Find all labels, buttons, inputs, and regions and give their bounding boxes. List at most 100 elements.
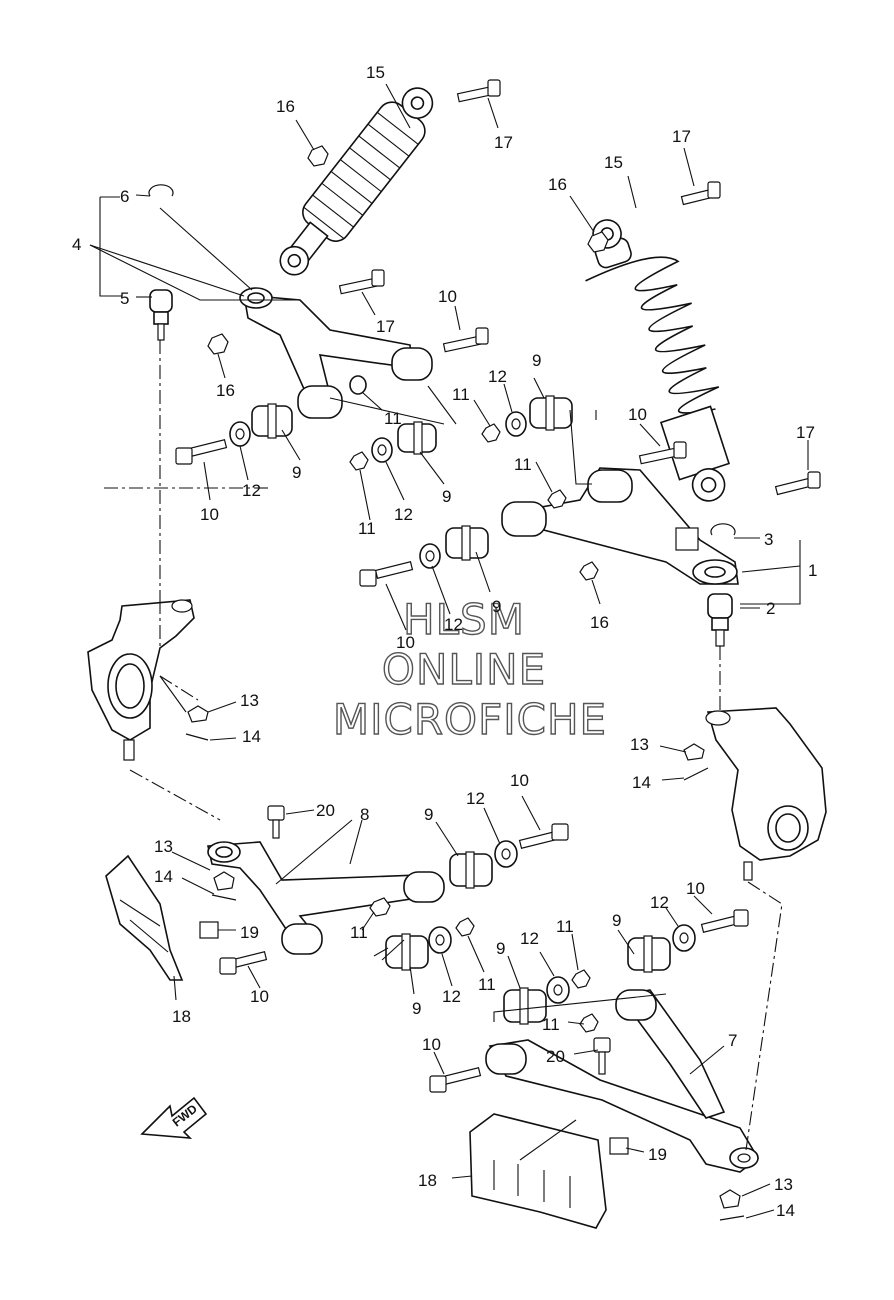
left-clip-nut[interactable]	[199, 921, 219, 939]
left-lower-arm-bolt-top[interactable]	[267, 805, 285, 839]
left-lower-arm[interactable]	[207, 841, 445, 955]
right-upper-bushing-2[interactable]	[445, 525, 489, 561]
right-shock-bolt-lower[interactable]	[774, 471, 821, 496]
right-skid-plate[interactable]	[469, 1113, 607, 1229]
right-knuckle-cotter-pin[interactable]	[683, 767, 709, 781]
left-lower-bushing-1[interactable]	[449, 851, 493, 889]
right-lower-bushing-2[interactable]	[503, 987, 547, 1025]
callout-10d: 10	[396, 633, 415, 652]
right-lower-bushing-1[interactable]	[627, 935, 671, 973]
callout-9g: 9	[496, 939, 505, 958]
right-upper-ball-joint[interactable]	[707, 593, 733, 647]
left-lower-cotter-pin[interactable]	[211, 894, 237, 901]
left-upper-collar[interactable]	[349, 375, 367, 395]
left-upper-bushing-2[interactable]	[397, 421, 437, 455]
right-clip-nut[interactable]	[609, 1137, 629, 1155]
callout-17d: 17	[796, 423, 815, 442]
right-shock-bolt-upper[interactable]	[680, 181, 721, 206]
callout-15b: 15	[604, 153, 623, 172]
left-lower-washer-1[interactable]	[494, 840, 518, 868]
right-upper-bolt-front[interactable]	[359, 561, 414, 587]
callout-11f: 11	[478, 975, 496, 994]
callout-9c: 9	[532, 351, 541, 370]
callout-8: 8	[360, 805, 369, 824]
callout-12h: 12	[650, 893, 669, 912]
right-lower-nut-1[interactable]	[571, 969, 591, 989]
callout-11b: 11	[358, 519, 376, 538]
left-lower-nut-2[interactable]	[455, 917, 475, 937]
callout-11g: 11	[556, 917, 574, 936]
left-lower-bolt-1[interactable]	[518, 823, 569, 849]
right-lower-castle-nut[interactable]	[719, 1189, 741, 1209]
left-lower-bushing-2[interactable]	[385, 933, 429, 971]
left-upper-ball-joint[interactable]	[149, 289, 173, 341]
callout-labels: 1 2 3 4 5 6 7 8 9 9 9 9 9 9 9 9 10 10 10…	[72, 63, 817, 1220]
right-lower-bolt-2[interactable]	[429, 1067, 482, 1093]
right-lower-bolt-top[interactable]	[593, 1037, 611, 1075]
left-lower-nut-1[interactable]	[369, 897, 391, 917]
right-circlip[interactable]	[710, 523, 736, 536]
callout-10h: 10	[422, 1035, 441, 1054]
left-upper-bushing-1[interactable]	[251, 403, 293, 439]
right-lower-washer-1[interactable]	[672, 924, 696, 952]
left-knuckle-castle-nut[interactable]	[187, 705, 209, 723]
watermark-line3: MICROFICHE	[333, 695, 607, 744]
left-lower-bolt-2[interactable]	[219, 951, 268, 975]
callout-13c: 13	[154, 837, 173, 856]
callout-5: 5	[120, 289, 129, 308]
callout-14d: 14	[776, 1201, 795, 1220]
right-upper-bolt-1[interactable]	[638, 441, 687, 465]
left-upper-arm[interactable]	[239, 287, 433, 419]
callout-11d: 11	[514, 455, 532, 474]
left-skid-plate[interactable]	[105, 854, 184, 981]
left-lower-washer-2[interactable]	[428, 926, 452, 954]
right-upper-washer-1[interactable]	[505, 411, 527, 437]
assembly-center-lines	[100, 340, 783, 1151]
right-steering-knuckle[interactable]	[705, 707, 827, 881]
left-upper-bolt-rear[interactable]	[442, 327, 489, 353]
right-lower-bolt-1[interactable]	[700, 909, 749, 933]
right-upper-washer-2[interactable]	[419, 543, 441, 569]
callout-17c: 17	[672, 127, 691, 146]
watermark-line1: HLSM	[403, 595, 525, 644]
right-lower-arm[interactable]	[485, 989, 760, 1173]
callout-9h: 9	[612, 911, 621, 930]
right-lower-washer-2[interactable]	[546, 976, 570, 1004]
right-upper-nut-1[interactable]	[481, 423, 501, 443]
right-upper-arm[interactable]	[501, 467, 739, 585]
left-upper-washer-1[interactable]	[229, 421, 251, 447]
right-shock-nut[interactable]	[587, 231, 609, 253]
left-lower-castle-nut[interactable]	[213, 871, 235, 891]
left-shock-nut[interactable]	[307, 145, 329, 167]
callout-13a: 13	[240, 691, 259, 710]
callout-10g: 10	[686, 879, 705, 898]
right-upper-bushing-1[interactable]	[529, 395, 573, 431]
left-steering-knuckle[interactable]	[87, 599, 195, 761]
right-lower-nut-2[interactable]	[579, 1013, 599, 1033]
right-lower-cotter-pin[interactable]	[719, 1215, 745, 1221]
callout-11c: 11	[452, 385, 470, 404]
callout-11e: 11	[350, 923, 368, 942]
left-upper-arm-nut[interactable]	[207, 333, 229, 355]
left-shock-absorber[interactable]	[265, 75, 447, 287]
callout-15a: 15	[366, 63, 385, 82]
callout-11a: 11	[384, 409, 402, 428]
fwd-arrow-icon: FWD	[140, 1096, 208, 1139]
left-knuckle-cotter-pin[interactable]	[185, 733, 209, 741]
callout-9f: 9	[412, 999, 421, 1018]
callout-12a: 12	[242, 481, 261, 500]
left-upper-nut-2[interactable]	[349, 451, 369, 471]
left-upper-washer-2[interactable]	[371, 437, 393, 463]
left-upper-bolt-front[interactable]	[175, 439, 228, 465]
callout-16a: 16	[276, 97, 295, 116]
left-shock-bolt[interactable]	[456, 79, 501, 103]
right-upper-nut-2[interactable]	[547, 489, 567, 509]
callout-14a: 14	[242, 727, 261, 746]
right-knuckle-castle-nut[interactable]	[683, 743, 705, 761]
left-circlip[interactable]	[148, 184, 174, 197]
callout-12f: 12	[442, 987, 461, 1006]
right-upper-nut[interactable]	[579, 561, 599, 581]
left-upper-arm-bolt[interactable]	[338, 269, 385, 295]
callout-6: 6	[120, 187, 129, 206]
